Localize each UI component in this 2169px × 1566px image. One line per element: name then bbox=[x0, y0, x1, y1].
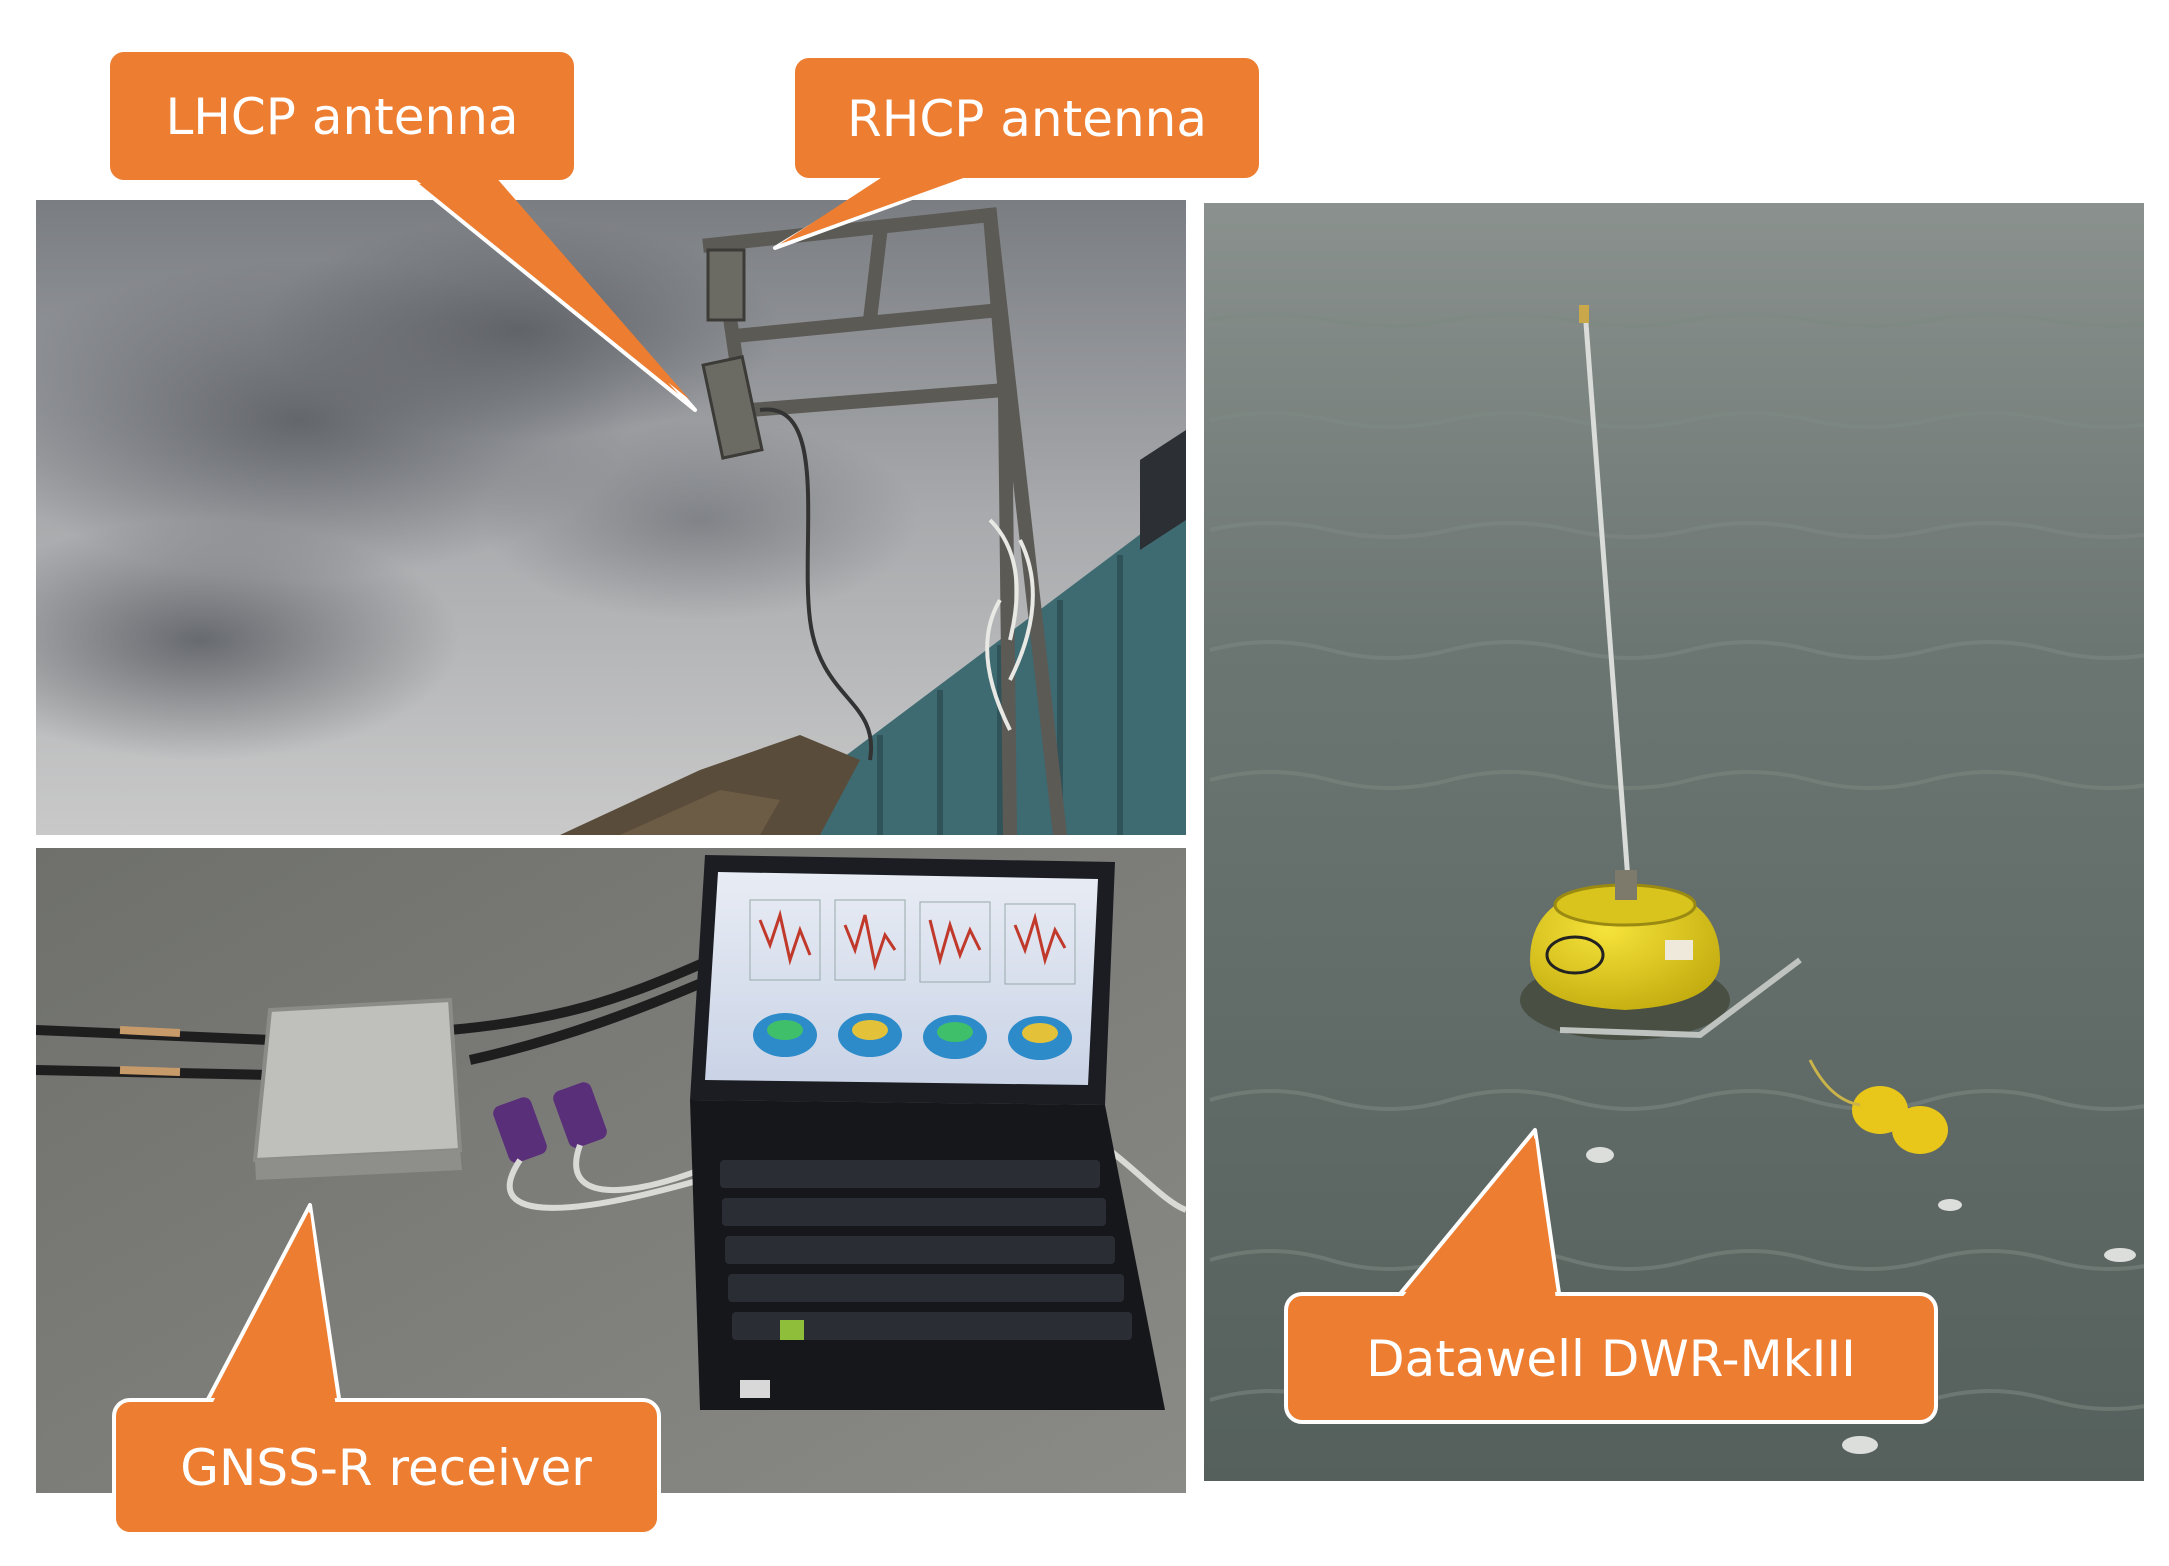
callout-rhcp: RHCP antenna bbox=[773, 54, 1263, 250]
photo-receiver-laptop bbox=[36, 848, 1186, 1493]
lhcp-label: LHCP antenna bbox=[165, 88, 518, 146]
buoy-label: Datawell DWR-MkIII bbox=[1366, 1330, 1856, 1388]
photo-antenna-mast bbox=[36, 200, 1186, 835]
screen-plots bbox=[749, 899, 1076, 1060]
callout-receiver: GNSS-R receiver bbox=[112, 1203, 661, 1536]
callout-buoy: Datawell DWR-MkIII bbox=[1284, 1128, 1938, 1424]
photo-wave-buoy bbox=[1204, 203, 2144, 1481]
rhcp-label: RHCP antenna bbox=[847, 90, 1207, 148]
callout-lhcp: LHCP antenna bbox=[106, 48, 697, 412]
receiver-label: GNSS-R receiver bbox=[180, 1439, 592, 1497]
